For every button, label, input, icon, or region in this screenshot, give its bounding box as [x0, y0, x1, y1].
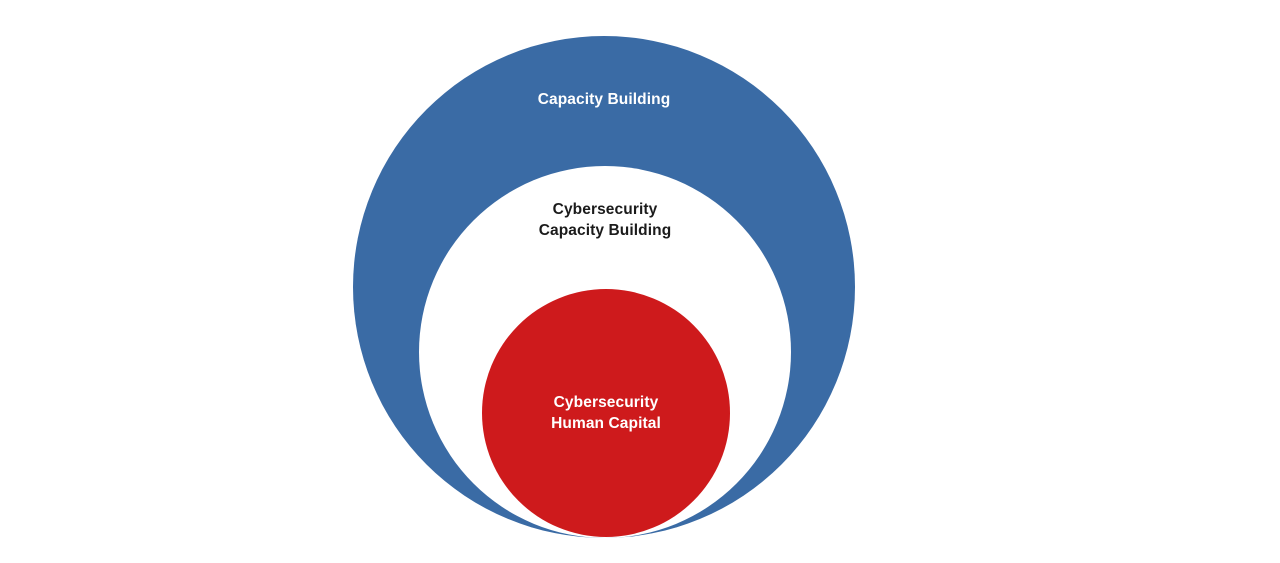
label-line: Capacity Building — [537, 91, 671, 108]
label-line: Human Capital — [551, 415, 661, 432]
circle-cybersecurity-human-capital: Cybersecurity Human Capital — [482, 289, 730, 537]
label-line: Capacity Building — [538, 222, 672, 239]
circle-capacity-building-label: Capacity Building — [353, 89, 855, 110]
circle-cybersecurity-capacity-building-label: Cybersecurity Capacity Building — [419, 199, 791, 241]
label-line: Cybersecurity — [553, 394, 659, 411]
circle-cybersecurity-human-capital-label: Cybersecurity Human Capital — [551, 392, 661, 434]
label-line: Cybersecurity — [552, 201, 658, 218]
